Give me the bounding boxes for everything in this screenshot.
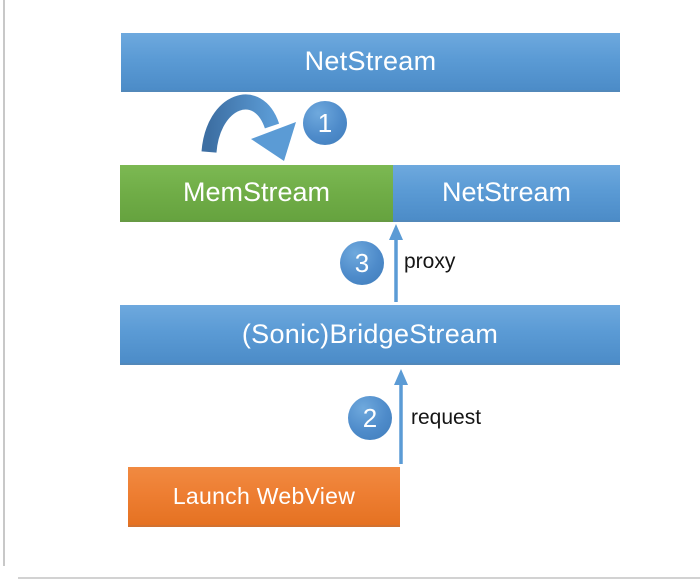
- curved-arrow-icon: [201, 94, 296, 161]
- page-border-left: [3, 0, 5, 566]
- launch-webview-box: Launch WebView: [128, 467, 400, 527]
- netstream-top-box: NetStream: [121, 33, 620, 92]
- launch-webview-label: Launch WebView: [172, 482, 356, 509]
- page-border-bottom: [18, 577, 700, 579]
- proxy-label: proxy: [404, 250, 456, 273]
- mid-row: MemStream NetStream: [120, 165, 620, 222]
- step-2-badge: 2: [348, 396, 392, 440]
- netstream-right-box: NetStream: [393, 165, 620, 222]
- netstream-top-label: NetStream: [304, 46, 437, 76]
- step-2-number: 2: [362, 402, 378, 433]
- step-3-number: 3: [354, 247, 370, 278]
- step-1-number: 1: [317, 107, 333, 138]
- step-3-badge: 3: [340, 241, 384, 285]
- memstream-label: MemStream: [182, 177, 331, 207]
- bridgestream-box: (Sonic)BridgeStream: [120, 305, 620, 365]
- netstream-right-label: NetStream: [441, 177, 572, 207]
- step-1-badge: 1: [303, 101, 347, 145]
- request-arrow-icon: [394, 369, 408, 464]
- memstream-box: MemStream: [120, 165, 393, 222]
- proxy-arrow-icon: [389, 224, 403, 302]
- bridgestream-label: (Sonic)BridgeStream: [241, 318, 499, 349]
- request-label: request: [411, 406, 482, 429]
